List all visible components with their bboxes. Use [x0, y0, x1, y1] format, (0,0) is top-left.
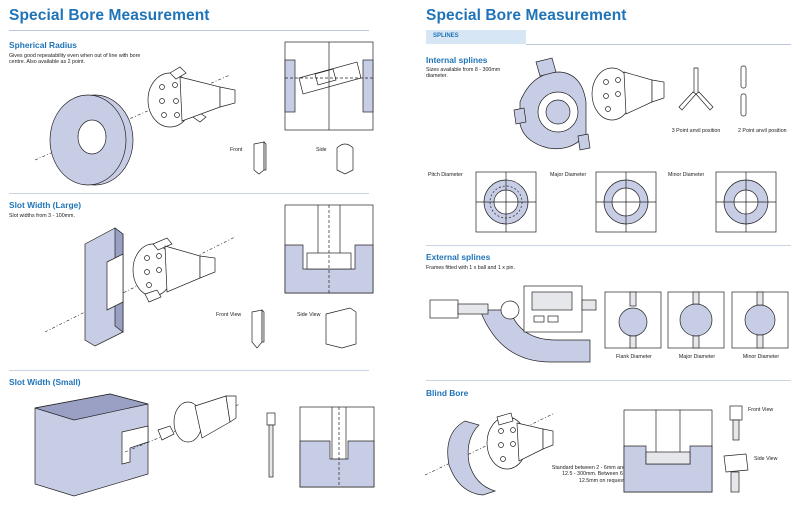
slot-small-gauge-illustration — [34, 393, 241, 497]
external-minor-diameter-diagram — [731, 291, 789, 349]
spherical-section-rule — [9, 193, 369, 194]
left-page-title: Special Bore Measurement — [9, 7, 210, 24]
slot-large-section — [284, 204, 374, 294]
slot-large-gauge-illustration — [44, 227, 236, 347]
blind-bore-side-anvil — [723, 453, 749, 493]
right-page-title: Special Bore Measurement — [426, 7, 627, 24]
blind-bore-title: Blind Bore — [426, 388, 469, 398]
flank-diameter-label: Flank Diameter — [616, 354, 652, 360]
right-title-rule — [526, 44, 791, 45]
slot-large-title: Slot Width (Large) — [9, 200, 82, 210]
internal-minor-diameter-label: Minor Diameter — [668, 172, 705, 178]
blind-bore-gauge-illustration — [424, 412, 556, 496]
external-major-diameter-label: Major Diameter — [678, 354, 716, 360]
blind-bore-side-label: Side View — [754, 456, 778, 462]
splines-tab: SPLINES — [426, 30, 526, 44]
slot-large-description: Slot widths from 3 - 100mm. — [9, 213, 75, 219]
internal-splines-title: Internal splines — [426, 55, 488, 65]
two-point-anvil-icon — [740, 65, 747, 117]
external-splines-description: Frames fitted with 1 x ball and 1 x pin. — [426, 265, 515, 271]
internal-spline-gauge-illustration — [513, 57, 665, 151]
blind-bore-section — [623, 409, 713, 493]
slot-large-side-label: Side View — [297, 312, 321, 318]
spherical-radius-description: Gives good repeatability even when out o… — [9, 53, 141, 66]
internal-minor-diameter-diagram — [715, 171, 777, 233]
spherical-side-anvil — [336, 143, 354, 175]
blind-bore-front-label: Front View — [748, 407, 774, 413]
external-section-rule — [426, 380, 791, 381]
three-point-anvil-icon — [678, 67, 714, 111]
external-splines-title: External splines — [426, 252, 491, 262]
slot-large-front-anvil — [251, 309, 265, 349]
spherical-radius-gauge-illustration — [34, 66, 236, 186]
left-title-rule — [9, 30, 369, 31]
slot-large-section-rule — [9, 370, 369, 371]
pitch-diameter-label: Pitch Diameter — [428, 172, 463, 178]
blind-bore-front-anvil — [729, 405, 743, 441]
external-minor-diameter-label: Minor Diameter — [742, 354, 780, 360]
pitch-diameter-diagram — [475, 171, 537, 233]
slot-small-title: Slot Width (Small) — [9, 377, 81, 387]
three-point-label: 3 Point anvil position — [671, 128, 721, 134]
spherical-front-label: Front — [230, 147, 243, 153]
internal-major-diameter-label: Major Diameter — [550, 172, 587, 178]
internal-section-rule — [426, 245, 791, 246]
spherical-side-label: Side — [316, 147, 327, 153]
spherical-radius-title: Spherical Radius — [9, 40, 77, 50]
internal-splines-description: Sizes available from 8 - 300mm diameter. — [426, 67, 501, 80]
spherical-radius-bore-section — [284, 41, 374, 131]
external-major-diameter-diagram — [667, 291, 725, 349]
spherical-front-anvil — [253, 141, 267, 175]
blind-bore-description: Standard between 2 - 6mm and 12.5 - 300m… — [551, 465, 626, 484]
external-spline-micrometer-illustration — [429, 285, 597, 363]
slot-small-section — [299, 406, 375, 488]
slot-small-anvil — [266, 412, 276, 478]
two-point-label: 2 Point anvil position — [738, 128, 787, 134]
slot-large-front-label: Front View — [216, 312, 242, 318]
flank-diameter-diagram — [604, 291, 662, 349]
internal-major-diameter-diagram — [595, 171, 657, 233]
slot-large-side-anvil — [325, 307, 357, 349]
